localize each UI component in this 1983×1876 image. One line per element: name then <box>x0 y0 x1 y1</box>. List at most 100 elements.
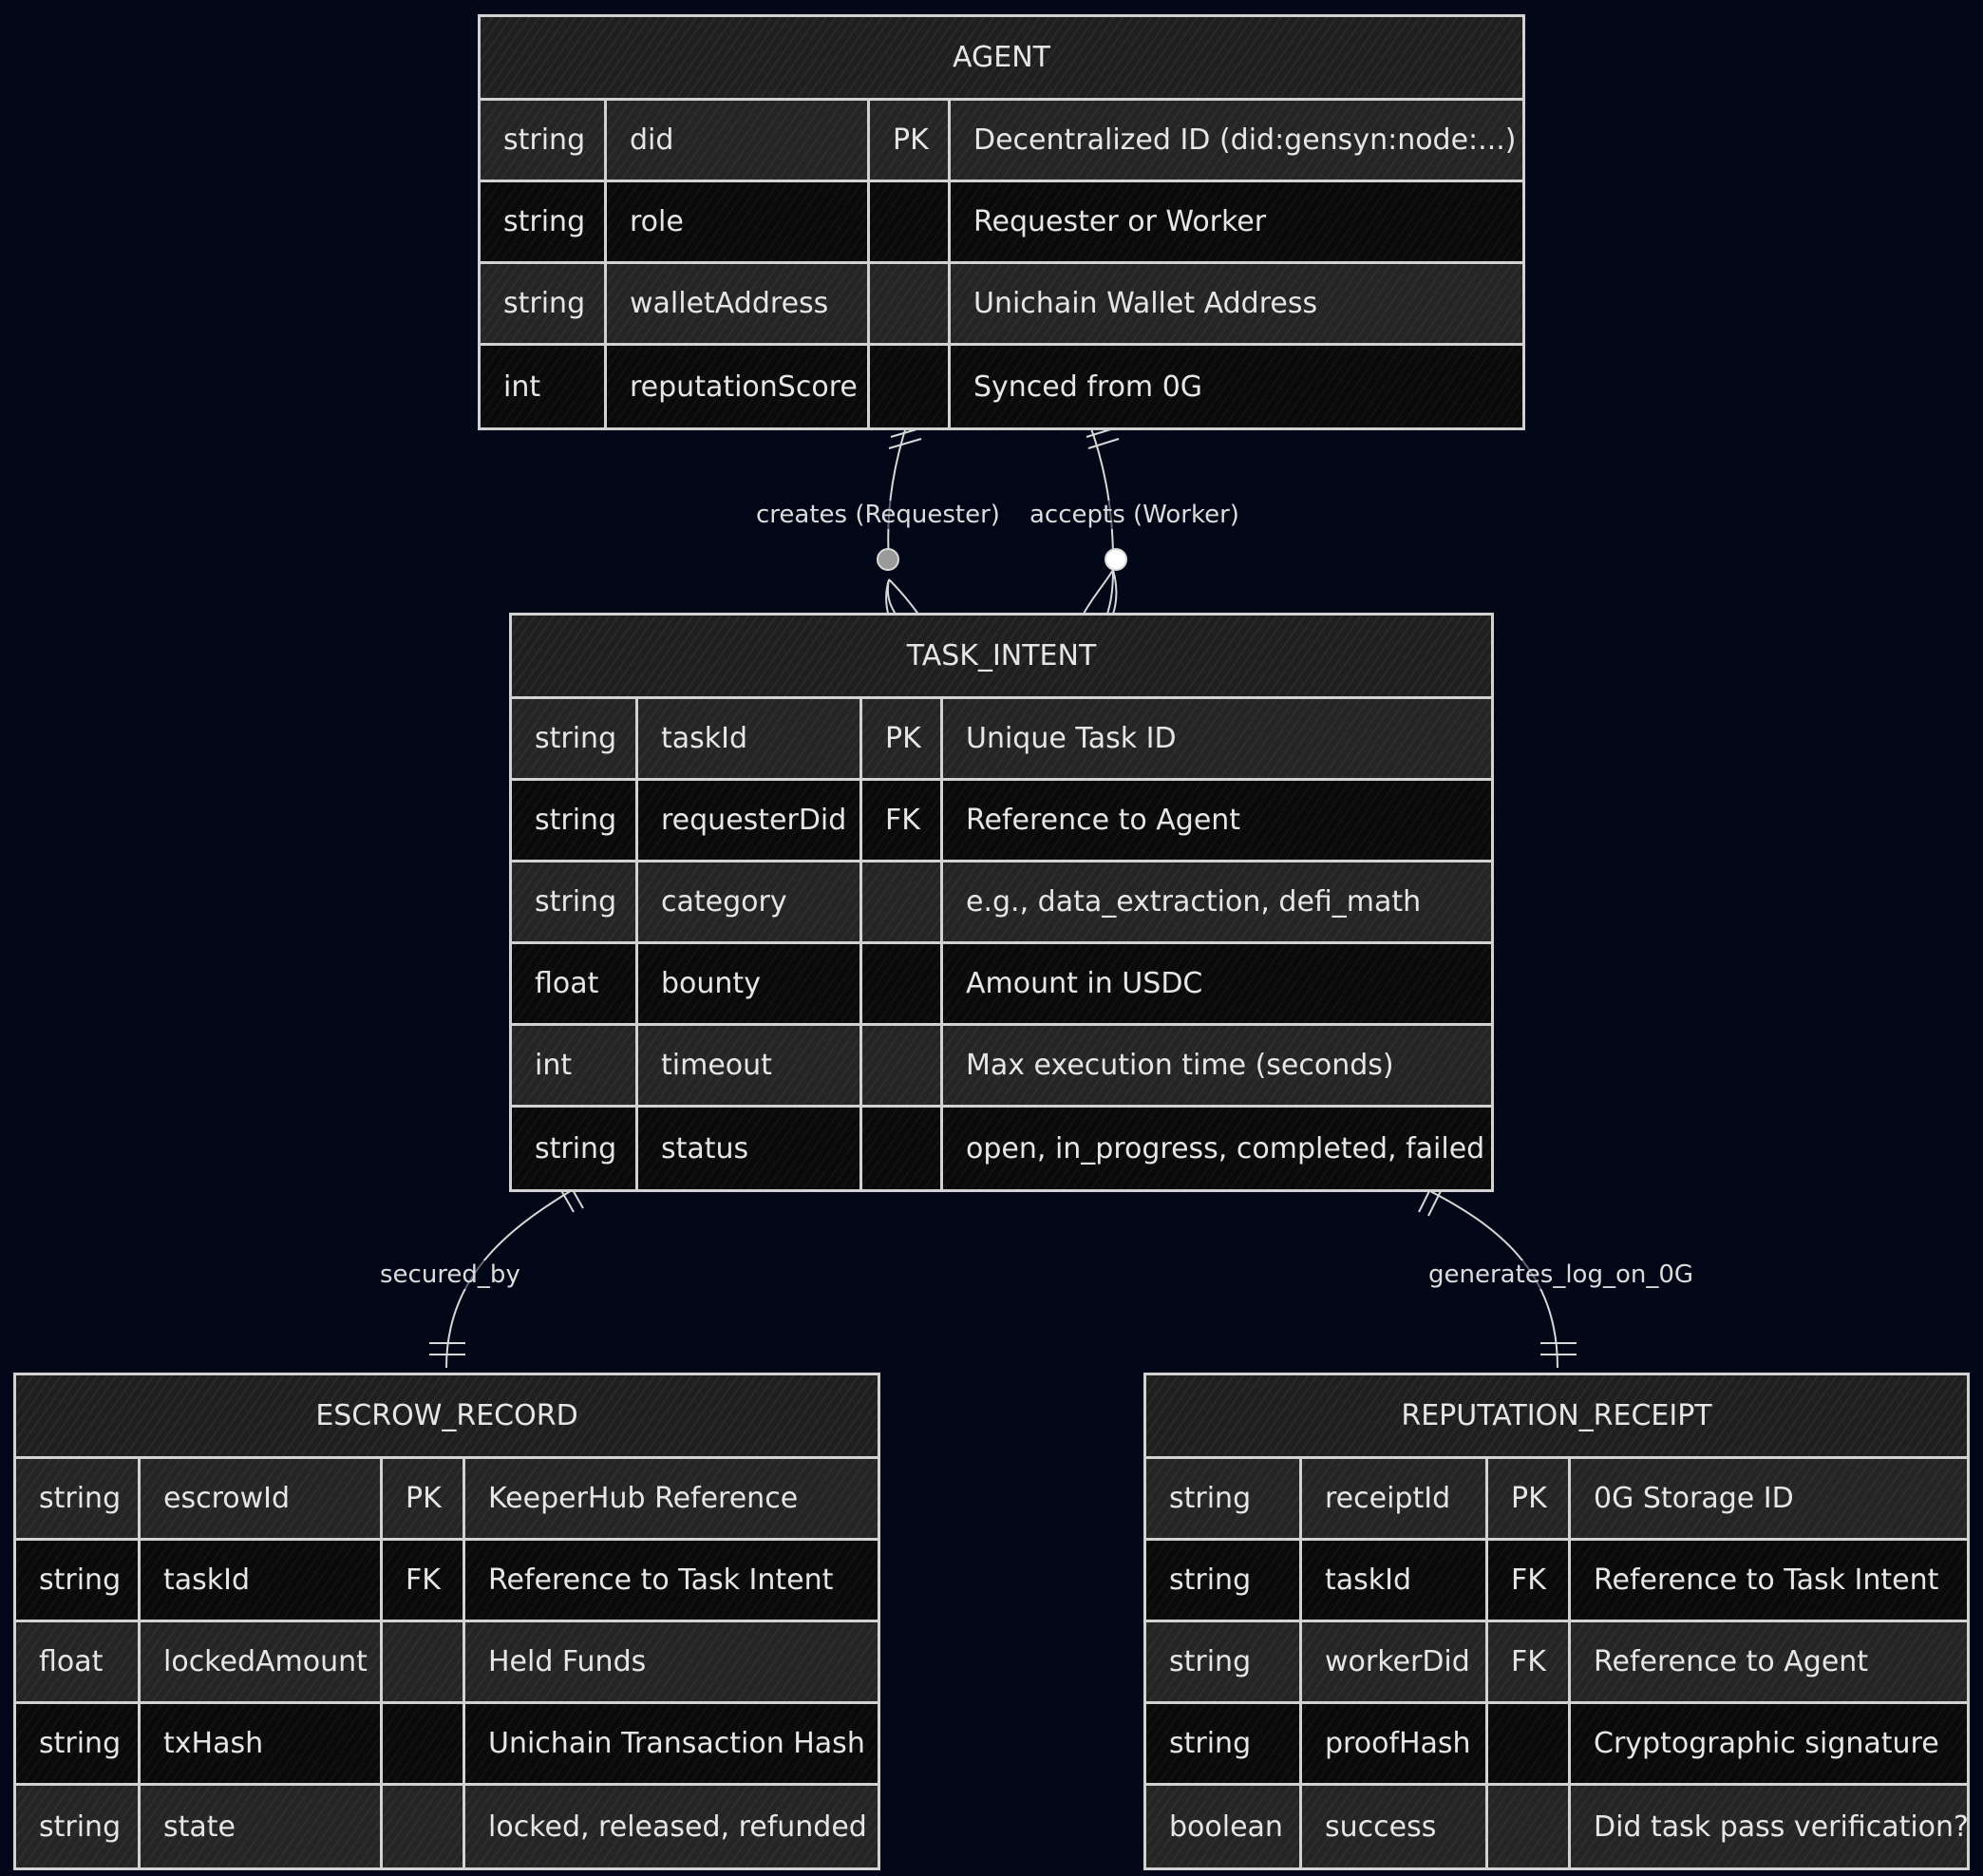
attr-name: status <box>638 1108 862 1189</box>
attr-key: FK <box>862 781 943 860</box>
attr-key <box>383 1786 465 1867</box>
attr-type: string <box>16 1541 141 1620</box>
attr-type: string <box>1146 1622 1302 1701</box>
attr-key: PK <box>1488 1459 1571 1538</box>
accepts-one-mark-2 <box>1087 438 1120 449</box>
attr-key <box>870 346 951 427</box>
attr-name: timeout <box>638 1026 862 1105</box>
attr-comment: KeeperHub Reference <box>488 1482 799 1515</box>
attr-comment: open, in_progress, completed, failed <box>966 1131 1485 1165</box>
attr-comment: Held Funds <box>488 1645 647 1678</box>
attr-name: taskId <box>1302 1541 1488 1620</box>
attr-key: PK <box>870 101 951 180</box>
attr-type: string <box>1146 1459 1302 1538</box>
attr-type: string <box>16 1459 141 1538</box>
attr-name: txHash <box>141 1704 383 1783</box>
attr-type: string <box>16 1786 141 1867</box>
attr-key <box>870 264 951 343</box>
attr-name: reputationScore <box>607 346 870 427</box>
attr-key: FK <box>1488 1622 1571 1701</box>
entity-title: AGENT <box>481 17 1522 101</box>
attr-name: receiptId <box>1302 1459 1488 1538</box>
attr-type: int <box>481 346 607 427</box>
attr-name: walletAddress <box>607 264 870 343</box>
attr-type: string <box>481 101 607 180</box>
creates-one-mark-2 <box>888 438 922 449</box>
attr-name: state <box>141 1786 383 1867</box>
attr-comment: Cryptographic signature <box>1594 1727 1939 1760</box>
relationship-label-creates: creates (Requester) <box>752 501 1004 529</box>
entity-title: REPUTATION_RECEIPT <box>1146 1375 1967 1459</box>
attr-key: FK <box>1488 1541 1571 1620</box>
attr-comment: Reference to Agent <box>1594 1645 1869 1678</box>
generates-one-mark-2 <box>1427 1188 1443 1217</box>
attr-key <box>862 862 943 941</box>
attr-comment: locked, released, refunded <box>488 1810 867 1844</box>
attr-key: PK <box>862 699 943 778</box>
secured-line <box>445 1184 582 1369</box>
generates-line <box>1416 1184 1558 1369</box>
attr-name: category <box>638 862 862 941</box>
attr-type: float <box>512 944 638 1023</box>
attr-type: string <box>1146 1704 1302 1783</box>
attr-name: bounty <box>638 944 862 1023</box>
relationship-label-accepts: accepts (Worker) <box>1026 501 1243 529</box>
attr-type: int <box>512 1026 638 1105</box>
attr-key: FK <box>383 1541 465 1620</box>
attr-comment: Did task pass verification? <box>1594 1810 1969 1844</box>
attr-key <box>383 1704 465 1783</box>
attr-type: string <box>512 1108 638 1189</box>
attr-comment: Unichain Wallet Address <box>973 287 1318 320</box>
attr-name: lockedAmount <box>141 1622 383 1701</box>
attr-comment: Reference to Agent <box>966 804 1241 837</box>
attr-type: string <box>16 1704 141 1783</box>
attr-key <box>870 182 951 261</box>
attr-comment: Unichain Transaction Hash <box>488 1727 865 1760</box>
attr-comment: Synced from 0G <box>973 370 1203 404</box>
attr-comment: Amount in USDC <box>966 967 1203 1000</box>
attr-type: boolean <box>1146 1786 1302 1867</box>
attr-comment: Unique Task ID <box>966 722 1177 755</box>
attr-key: PK <box>383 1459 465 1538</box>
attr-type: string <box>512 862 638 941</box>
relationship-label-secured-by: secured_by <box>376 1260 524 1289</box>
attr-name: proofHash <box>1302 1704 1488 1783</box>
attr-type: string <box>481 182 607 261</box>
attr-comment: Reference to Task Intent <box>488 1563 834 1597</box>
attr-name: success <box>1302 1786 1488 1867</box>
attr-key <box>862 944 943 1023</box>
attr-comment: Decentralized ID (did:gensyn:node:...) <box>973 123 1517 157</box>
attr-name: did <box>607 101 870 180</box>
attr-type: string <box>481 264 607 343</box>
attr-name: requesterDid <box>638 781 862 860</box>
attr-comment: e.g., data_extraction, defi_math <box>966 885 1422 919</box>
attr-key <box>862 1108 943 1189</box>
attr-key <box>1488 1704 1571 1783</box>
accepts-line <box>1087 420 1114 561</box>
attr-name: escrowId <box>141 1459 383 1538</box>
